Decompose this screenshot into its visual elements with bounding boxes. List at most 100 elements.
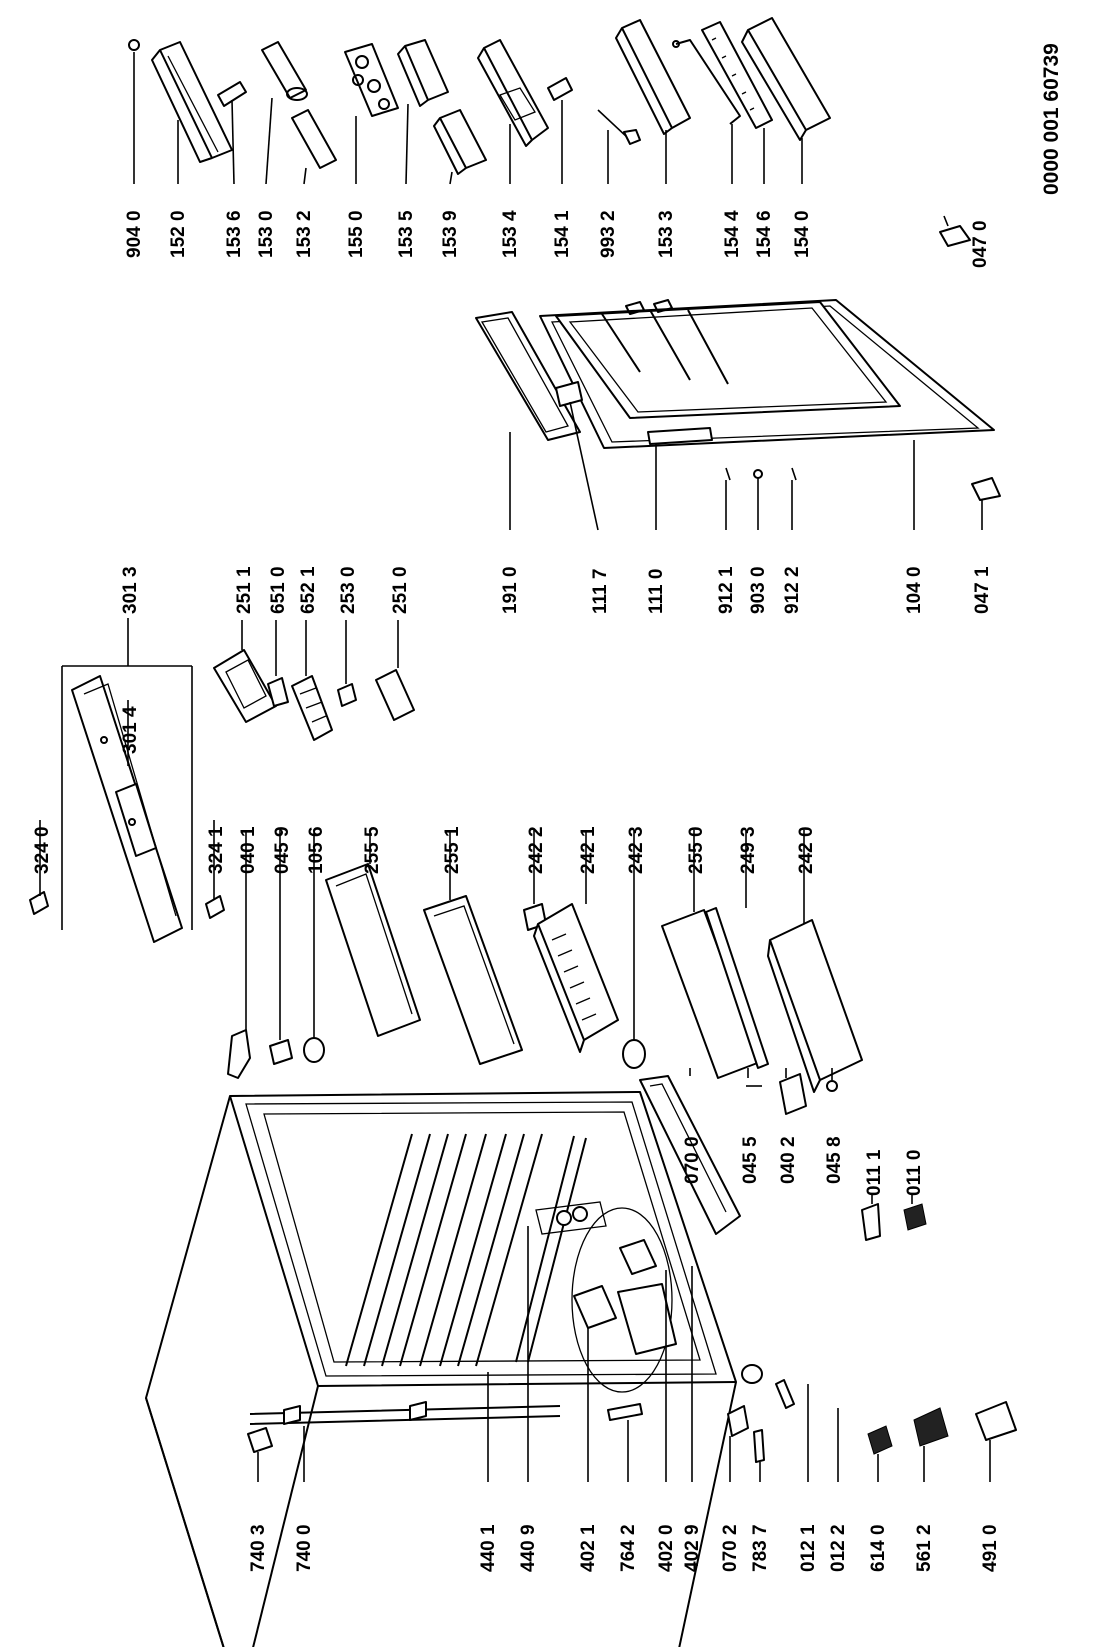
- label-2530: 253 0: [338, 566, 359, 614]
- shelves-leaders: [39, 700, 805, 1040]
- label-7837: 783 7: [750, 1524, 771, 1572]
- label-0402: 040 2: [778, 1136, 799, 1184]
- part-7642-sensor: [607, 1403, 643, 1421]
- label-7403: 740 3: [248, 1524, 269, 1572]
- label-4409: 440 9: [518, 1524, 539, 1572]
- part-0122-foot: [775, 1379, 795, 1409]
- part-1539-box: [433, 109, 487, 175]
- label-5612: 561 2: [914, 1524, 935, 1572]
- part-0702-shim: [727, 1405, 749, 1437]
- door-liner: [555, 301, 901, 419]
- part-1536-clip: [217, 81, 247, 107]
- label-3013: 301 3: [120, 566, 141, 614]
- label-1541: 154 1: [552, 210, 573, 258]
- label-0455: 045 5: [740, 1136, 761, 1184]
- part-9030-washer: [753, 469, 763, 479]
- label-9121: 912 1: [716, 566, 737, 614]
- shelves-labels: 301 4 324 0 324 1 040 1 045 9 105 6 255 …: [32, 706, 817, 874]
- part-2530-knob: [337, 683, 357, 707]
- door-leaders: [509, 401, 983, 531]
- part-1540-balcony: [741, 17, 831, 141]
- cabinet-mid-leaders: [689, 1068, 913, 1204]
- cabinet: [145, 1073, 1017, 1647]
- part-1535-box: [397, 39, 449, 107]
- label-7642: 764 2: [618, 1524, 639, 1572]
- label-1530: 153 0: [256, 210, 277, 258]
- part-9932-bolt: [597, 109, 629, 139]
- compressor-area: [571, 1207, 673, 1393]
- part-0121-foot: [741, 1364, 763, 1384]
- part-0402-bracket: [779, 1073, 807, 1115]
- part-4021-protector: [573, 1285, 617, 1329]
- label-1110: 111 0: [646, 569, 667, 614]
- part-9040-knob: [128, 39, 140, 51]
- control-labels: 301 3 251 1 651 0 652 1 253 0 251 0: [120, 566, 411, 614]
- label-2423: 242 3: [626, 826, 647, 874]
- cabinet-mid-labels: 070 0 045 5 040 2 045 8 011 1 011 0: [682, 1136, 925, 1196]
- part-1117-plate: [555, 381, 583, 407]
- part-0470-cap: [939, 225, 971, 247]
- part-7400-condenser: [249, 1405, 561, 1425]
- part-2493-trim: [705, 907, 769, 1069]
- top-row-labels: 904 0 152 0 153 6 153 0 153 2 155 0 153 …: [124, 210, 991, 268]
- label-1534: 153 4: [500, 210, 521, 258]
- label-3240: 324 0: [32, 826, 53, 874]
- part-6521-socket: [291, 675, 333, 741]
- part-2421-crisper: [533, 903, 619, 1053]
- part-0111-bracket: [861, 1203, 881, 1241]
- label-1550: 155 0: [346, 210, 367, 258]
- part-1546-shelf-rail: [701, 21, 773, 129]
- liner-ribs: [345, 1133, 543, 1367]
- part-9121-screw: [725, 467, 731, 481]
- label-1540: 154 0: [792, 210, 813, 258]
- label-0458: 045 8: [824, 1136, 845, 1184]
- label-1117: 111 7: [590, 569, 611, 614]
- part-2423-knob: [622, 1039, 646, 1069]
- label-1544: 154 4: [722, 210, 743, 258]
- label-1532: 153 2: [294, 210, 315, 258]
- label-1546: 154 6: [754, 210, 775, 258]
- label-7400: 740 0: [294, 1524, 315, 1572]
- label-2511: 251 1: [234, 566, 255, 614]
- label-0471: 047 1: [972, 566, 993, 614]
- label-4029: 402 9: [682, 1524, 703, 1572]
- label-1056: 105 6: [306, 826, 327, 874]
- label-2493: 249 3: [738, 826, 759, 874]
- door-labels: 191 0 111 7 111 0 912 1 903 0 912 2 104 …: [500, 566, 993, 614]
- label-9122: 912 2: [782, 566, 803, 614]
- door-accessories: [128, 17, 971, 247]
- compressor: [617, 1283, 677, 1355]
- label-2550: 255 0: [686, 826, 707, 874]
- part-1534-balcony: [477, 39, 549, 147]
- label-4401: 440 1: [478, 1524, 499, 1572]
- label-3014: 301 4: [120, 706, 141, 754]
- part-0471-cap: [971, 477, 1001, 501]
- label-6521: 652 1: [298, 566, 319, 614]
- part-6140-switch: [867, 1425, 893, 1455]
- part-2551-shelf: [423, 895, 523, 1065]
- label-2510: 251 0: [390, 566, 411, 614]
- part-3240-clip: [29, 891, 49, 915]
- label-2420: 242 0: [796, 826, 817, 874]
- part-9122-screw: [791, 467, 797, 481]
- part-0458-screw: [826, 1080, 838, 1092]
- label-0111: 011 1: [864, 1149, 885, 1196]
- part-0110-hinge: [903, 1203, 927, 1231]
- part-4401-grommet: [556, 1210, 572, 1226]
- part-1533-balcony: [615, 19, 691, 135]
- part-0700-frame: [639, 1075, 741, 1235]
- part-2420-drawer: [767, 919, 863, 1093]
- label-1535: 153 5: [396, 210, 417, 258]
- bottom-leaders: [257, 1226, 991, 1482]
- label-9040: 904 0: [124, 210, 145, 258]
- label-0110: 011 0: [904, 1150, 925, 1197]
- part-1110-handle: [647, 427, 713, 445]
- document-code: 0000 001 60739: [1040, 43, 1063, 195]
- shelves-group: [29, 675, 863, 1093]
- label-0401: 040 1: [238, 826, 259, 874]
- top-row-leaders: [133, 52, 803, 185]
- label-1040: 104 0: [904, 566, 925, 614]
- label-1536: 153 6: [224, 210, 245, 258]
- part-2510-box: [375, 669, 415, 721]
